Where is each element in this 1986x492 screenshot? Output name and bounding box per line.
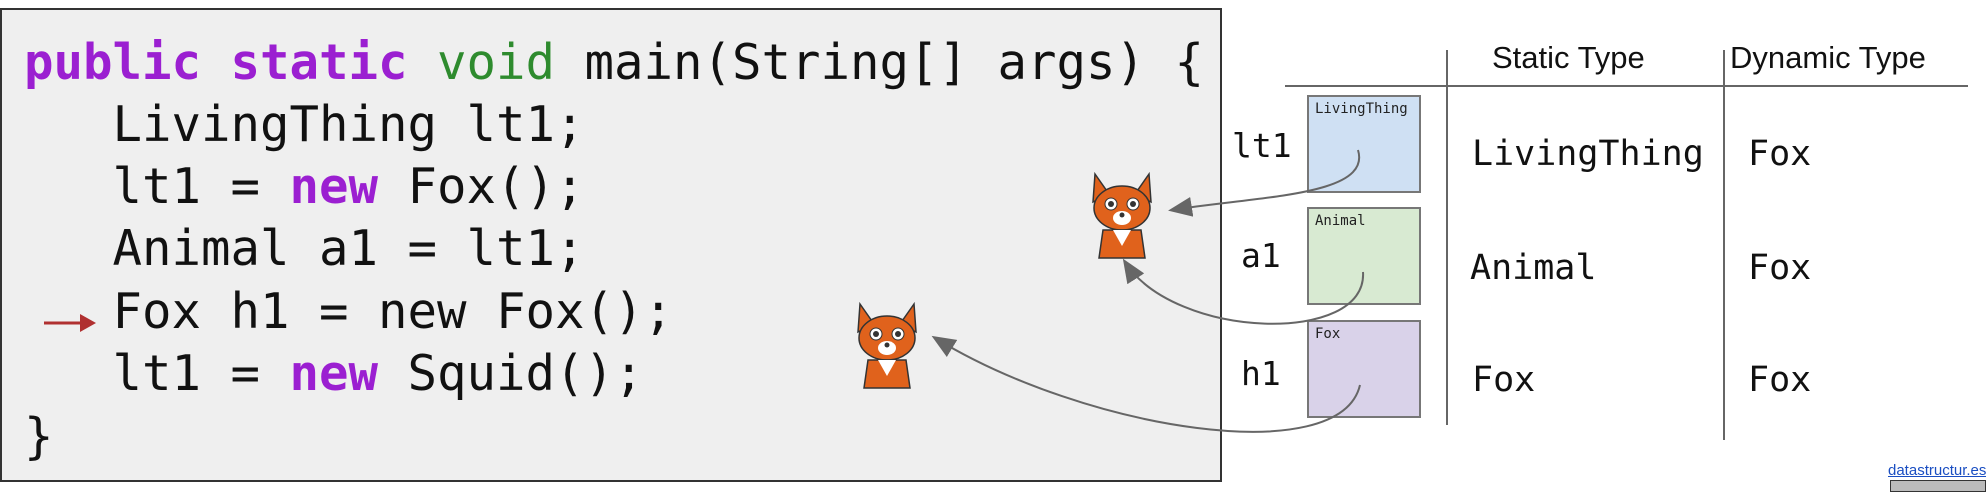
code-text: Animal a1 = lt1; xyxy=(24,220,585,277)
code-line: Fox h1 = new Fox(); xyxy=(24,281,674,343)
arrow-right-icon xyxy=(44,314,96,332)
static-type-cell: LivingThing xyxy=(1472,134,1704,174)
dynamic-type-cell: Fox xyxy=(1748,248,1812,288)
code-keyword: public static xyxy=(24,34,408,91)
code-line: Animal a1 = lt1; xyxy=(24,218,585,280)
box-type-label: LivingThing xyxy=(1315,101,1408,117)
variable-box-h1: Fox xyxy=(1307,320,1421,418)
variable-box-a1: Animal xyxy=(1307,207,1421,305)
dynamic-type-cell: Fox xyxy=(1748,360,1812,400)
code-line: public static void main(String[] args) { xyxy=(24,32,1204,94)
dynamic-type-header: Dynamic Type xyxy=(1730,40,1926,75)
variable-box-lt1: LivingThing xyxy=(1307,95,1421,193)
box-type-label: Animal xyxy=(1315,213,1366,229)
footer-link[interactable]: datastructur.es xyxy=(1888,462,1986,479)
code-text: Fox h1 = new Fox(); xyxy=(24,283,674,340)
code-line: lt1 = new Fox(); xyxy=(24,156,585,218)
fox-icon xyxy=(1092,172,1152,259)
var-label-h1: h1 xyxy=(1241,354,1281,393)
pointer-arrow-h1 xyxy=(931,335,1361,433)
code-keyword: new xyxy=(289,345,379,402)
pointer-arrow-lt1 xyxy=(1168,149,1361,217)
code-text: } xyxy=(24,408,54,465)
code-line: LivingThing lt1; xyxy=(24,94,585,156)
static-type-cell: Fox xyxy=(1472,360,1536,400)
var-label-a1: a1 xyxy=(1241,236,1281,275)
code-line: lt1 = new Squid(); xyxy=(24,343,644,405)
code-text: main(String[] args) { xyxy=(555,34,1205,91)
code-keyword: void xyxy=(437,34,556,91)
dynamic-type-cell: Fox xyxy=(1748,134,1812,174)
code-text: Squid(); xyxy=(378,345,644,402)
pointer-arrow-a1 xyxy=(1122,258,1365,325)
code-text: LivingThing lt1; xyxy=(24,96,585,153)
code-text: lt1 = xyxy=(24,158,290,215)
fox-icon xyxy=(857,302,917,389)
static-type-header: Static Type xyxy=(1492,40,1645,75)
code-panel: public static void main(String[] args) {… xyxy=(0,8,1222,482)
box-type-label: Fox xyxy=(1315,326,1341,342)
code-line: } xyxy=(24,406,54,468)
static-type-cell: Animal xyxy=(1470,248,1597,288)
license-badge xyxy=(1890,480,1986,492)
var-label-lt1: lt1 xyxy=(1232,126,1292,165)
code-keyword: new xyxy=(289,158,379,215)
code-text: Fox(); xyxy=(378,158,585,215)
code-text: lt1 = xyxy=(24,345,290,402)
